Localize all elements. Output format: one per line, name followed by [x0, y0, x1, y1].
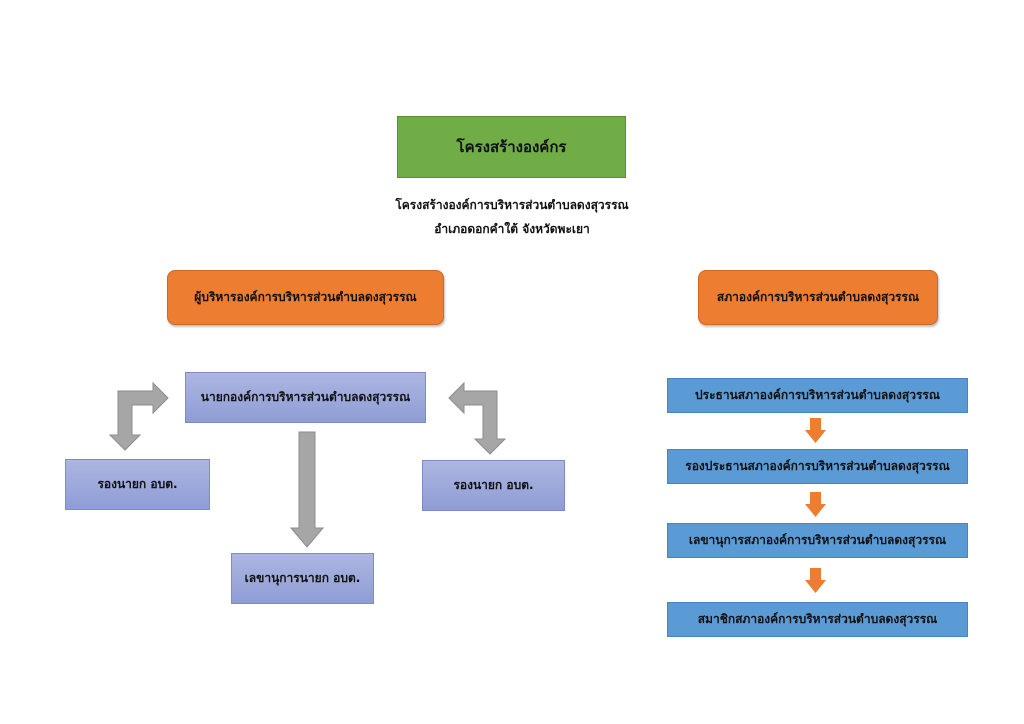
bent-arrow-right	[448, 381, 507, 455]
subtitle-line-2: อำเภอดอกคำใต้ จังหวัดพะเยา	[434, 222, 590, 236]
council-chairman-box: ประธานสภาองค์การบริหารส่วนตำบลดงสุวรรณ	[667, 378, 968, 413]
org-chart-title: โครงสร้างองค์กร	[397, 116, 626, 178]
bent-arrow-left	[108, 381, 169, 451]
orange-arrow-3	[805, 568, 826, 593]
deputy-mayor-left-box: รองนายก อบต.	[65, 459, 210, 510]
council-members-box: สมาชิกสภาองค์การบริหารส่วนตำบลดงสุวรรณ	[667, 602, 968, 637]
orange-arrow-2	[805, 492, 826, 517]
council-vice-chairman-box: รองประธานสภาองค์การบริหารส่วนตำบลดงสุวรร…	[667, 449, 968, 484]
council-header: สภาองค์การบริหารส่วนตำบลดงสุวรรณ	[698, 270, 938, 325]
deputy-mayor-right-box: รองนายก อบต.	[422, 460, 565, 511]
mayor-secretary-box: เลขานุการนายก อบต.	[231, 553, 374, 604]
council-secretary-box: เลขานุการสภาองค์การบริหารส่วนตำบลดงสุวรร…	[667, 523, 968, 558]
executive-header: ผู้บริหารองค์การบริหารส่วนตำบลดงสุวรรณ	[167, 270, 444, 325]
down-arrow-secretary	[289, 431, 325, 548]
mayor-box: นายกองค์การบริหารส่วนตำบลดงสุวรรณ	[185, 372, 426, 423]
subtitle-line-1: โครงสร้างองค์การบริหารส่วนตำบลดงสุวรรณ	[395, 198, 629, 212]
orange-arrow-1	[805, 418, 826, 443]
